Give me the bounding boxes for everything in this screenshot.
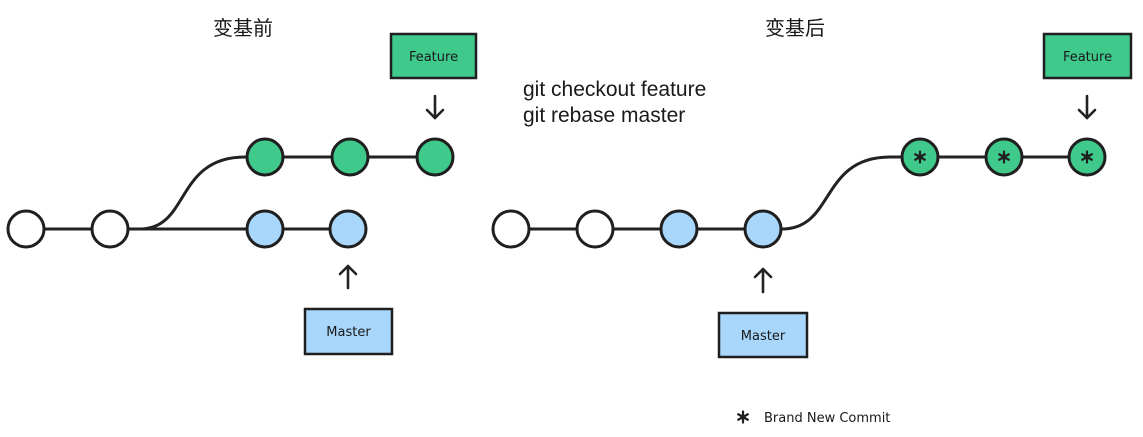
feature-branch-label: Feature [1063,50,1112,65]
master-commit-node [245,209,285,249]
command-line-1: git checkout feature [523,78,706,101]
command-line-2: git rebase master [523,104,685,127]
feature-commit-node [330,137,370,177]
feature-branch-box [1042,32,1133,80]
new-feature-commit-node [1067,137,1107,177]
feature-commit-node [245,137,285,177]
arrow-down-icon [1077,94,1097,120]
commit-node [575,209,615,249]
command-block: git checkout feature git rebase master [523,78,706,127]
after-title: 变基后 [765,16,825,40]
master-branch-box [717,311,809,359]
feature-branch-label: Feature [409,50,458,65]
feature-commit-node [415,137,455,177]
master-commit-node [328,209,368,249]
before-feature-line [139,155,435,231]
arrow-down-icon [425,94,445,120]
new-feature-commit-node [900,137,940,177]
arrow-up-icon [753,267,773,294]
asterisk-icon [737,410,749,424]
master-branch-box [303,307,394,356]
master-commit-node [743,209,783,249]
arrow-up-icon [338,264,358,290]
after-panel: 变基后 Feature [491,16,1133,359]
feature-branch-box [389,32,478,80]
commit-node [6,209,46,249]
commit-node [90,209,130,249]
master-commit-node [659,209,699,249]
new-feature-commit-node [984,137,1024,177]
before-title: 变基前 [213,16,273,40]
commit-node [491,209,531,249]
after-feature-line [781,155,1087,231]
before-panel: 变基前 Feature Master [6,16,478,356]
master-branch-label: Master [326,325,371,340]
legend-label: Brand New Commit [764,411,890,426]
legend: Brand New Commit [737,410,890,426]
master-branch-label: Master [741,329,786,344]
